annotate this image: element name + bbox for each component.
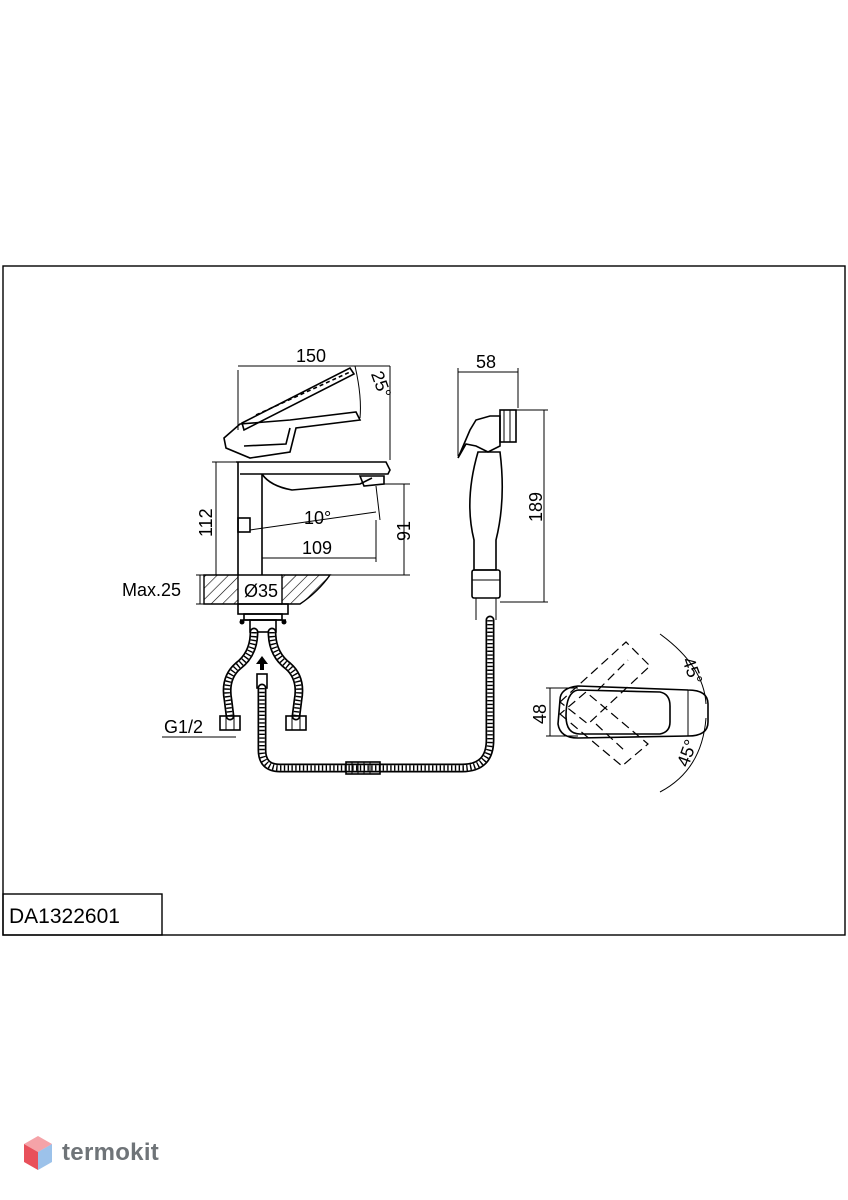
dim-hole-diameter: Ø35: [244, 581, 278, 601]
dim-spout-reach: 109: [302, 538, 332, 558]
hand-shower: [457, 409, 517, 620]
faucet-side-view: [203, 366, 391, 633]
watermark-brand-text: termokit: [62, 1139, 160, 1166]
dim-max-deck: Max.25: [122, 580, 181, 600]
supply-hoses: [219, 615, 495, 775]
title-block: [2, 893, 163, 936]
hand-shower-dimensions: 58 189: [457, 352, 548, 603]
dim-spout-angle: 10°: [304, 508, 331, 528]
termokit-watermark: termokit: [22, 1134, 159, 1172]
model-code: DA1322601: [9, 905, 120, 928]
dim-handle-rot-lower: 45°: [673, 737, 701, 769]
dim-body-width: 150: [296, 346, 326, 366]
handle-dimensions: 48 45° 45°: [530, 633, 707, 793]
dim-handle-rot-upper: 45°: [678, 655, 706, 687]
drawing-frame: [2, 265, 846, 936]
dim-lever-tilt: 25°: [367, 368, 395, 400]
termokit-logo-icon: [24, 1136, 52, 1170]
dim-spout-height: 91: [394, 521, 414, 541]
dim-handset-width: 58: [476, 352, 496, 372]
dim-handle-width: 48: [530, 704, 550, 724]
dim-handset-length: 189: [526, 492, 546, 522]
dim-inlet-thread: G1/2: [164, 717, 203, 737]
dim-body-height: 112: [196, 508, 216, 537]
faucet-dimensions: 150 25° 112 10° 91 109 Max.25 Ø35 G1/2: [122, 346, 414, 738]
